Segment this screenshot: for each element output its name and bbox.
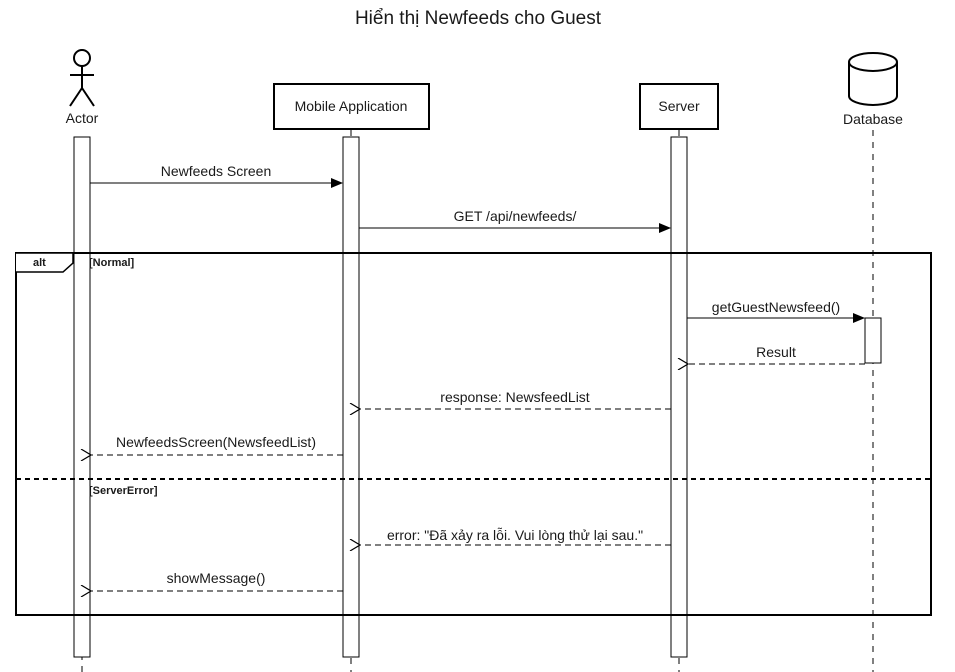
guard-error: [ServerError]	[89, 485, 158, 497]
server-label: Server	[658, 98, 700, 114]
actor-icon	[69, 49, 95, 107]
message-get-api: GET /api/newfeeds/	[454, 208, 577, 224]
message-show-message: showMessage()	[167, 570, 266, 586]
mobile-app-box	[273, 83, 430, 130]
database-icon	[848, 52, 898, 106]
message-newfeeds-screen-list: NewfeedsScreen(NewsfeedList)	[116, 434, 316, 450]
mobile-app-label: Mobile Application	[295, 98, 408, 114]
message-error: error: "Đã xảy ra lỗi. Vui lòng thử lại …	[387, 527, 643, 543]
alt-fragment	[15, 252, 932, 616]
alt-operator: alt	[33, 257, 46, 269]
activation-server	[670, 136, 688, 658]
alt-fragment-tab	[16, 252, 74, 273]
server-box	[639, 83, 719, 130]
activation-actor	[73, 136, 91, 658]
message-get-guest-newsfeed: getGuestNewsfeed()	[712, 299, 840, 315]
message-result: Result	[756, 344, 796, 360]
diagram-title: Hiển thị Newfeeds cho Guest	[355, 8, 602, 29]
message-newfeeds-screen: Newfeeds Screen	[161, 163, 272, 179]
database-label: Database	[843, 111, 903, 127]
guard-normal: [Normal]	[89, 257, 135, 269]
activation-mobile	[342, 136, 360, 658]
activation-database	[864, 317, 882, 364]
actor-label: Actor	[66, 110, 99, 126]
message-response: response: NewsfeedList	[440, 389, 590, 405]
